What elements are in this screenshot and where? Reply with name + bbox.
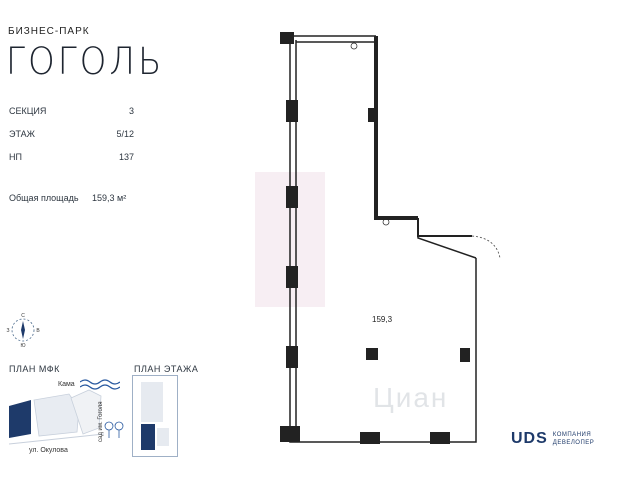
floor-plan	[280, 32, 501, 444]
info-value: 137	[118, 152, 134, 162]
total-area: Общая площадь 159,3 м²	[9, 193, 126, 203]
info-row-unit: НП 137	[9, 150, 134, 164]
floor-plan-title: ПЛАН ЭТАЖА	[134, 364, 199, 374]
compass-n: С	[21, 313, 25, 319]
mfk-plan-title: ПЛАН МФК	[9, 364, 60, 374]
room-area-label: 159,3	[372, 315, 393, 324]
info-row-section: СЕКЦИЯ 3	[9, 104, 134, 118]
brand-title: ГОГОЛЬ	[6, 40, 165, 84]
logo-line1: КОМПАНИЯ	[552, 432, 592, 438]
garden-label: сад им. Гоголя	[98, 401, 104, 442]
info-value: 5/12	[116, 129, 134, 139]
info-label: НП	[9, 152, 22, 162]
compass-s: Ю	[20, 343, 25, 348]
compass-e: В	[36, 328, 40, 334]
area-label: Общая площадь	[9, 193, 79, 203]
river-label: Кама	[58, 381, 75, 388]
brand-subtitle: БИЗНЕС-ПАРК	[8, 26, 90, 37]
compass-w: З	[6, 328, 9, 334]
info-value: 3	[128, 106, 134, 116]
street-label: ул. Окулова	[29, 447, 68, 454]
watermark: Циан	[373, 382, 449, 413]
river-waves-icon	[80, 379, 120, 390]
logo-mark: UDS	[511, 430, 548, 447]
info-label: СЕКЦИЯ	[9, 106, 47, 116]
logo-subtitle: КОМПАНИЯ ДЕВЕЛОПЕР	[553, 431, 595, 447]
company-logo: UDS КОМПАНИЯ ДЕВЕЛОПЕР	[511, 430, 594, 448]
info-table: СЕКЦИЯ 3 ЭТАЖ 5/12 НП 137	[9, 104, 134, 164]
mfk-site-map	[9, 389, 124, 445]
info-label: ЭТАЖ	[9, 129, 35, 139]
floor-mini-map	[132, 375, 178, 457]
info-row-floor: ЭТАЖ 5/12	[9, 127, 134, 141]
floor-mini-plan	[141, 382, 169, 450]
area-value: 159,3 м²	[92, 193, 127, 203]
compass-icon: С З В Ю	[6, 313, 40, 348]
logo-line2: ДЕВЕЛОПЕР	[552, 440, 595, 446]
